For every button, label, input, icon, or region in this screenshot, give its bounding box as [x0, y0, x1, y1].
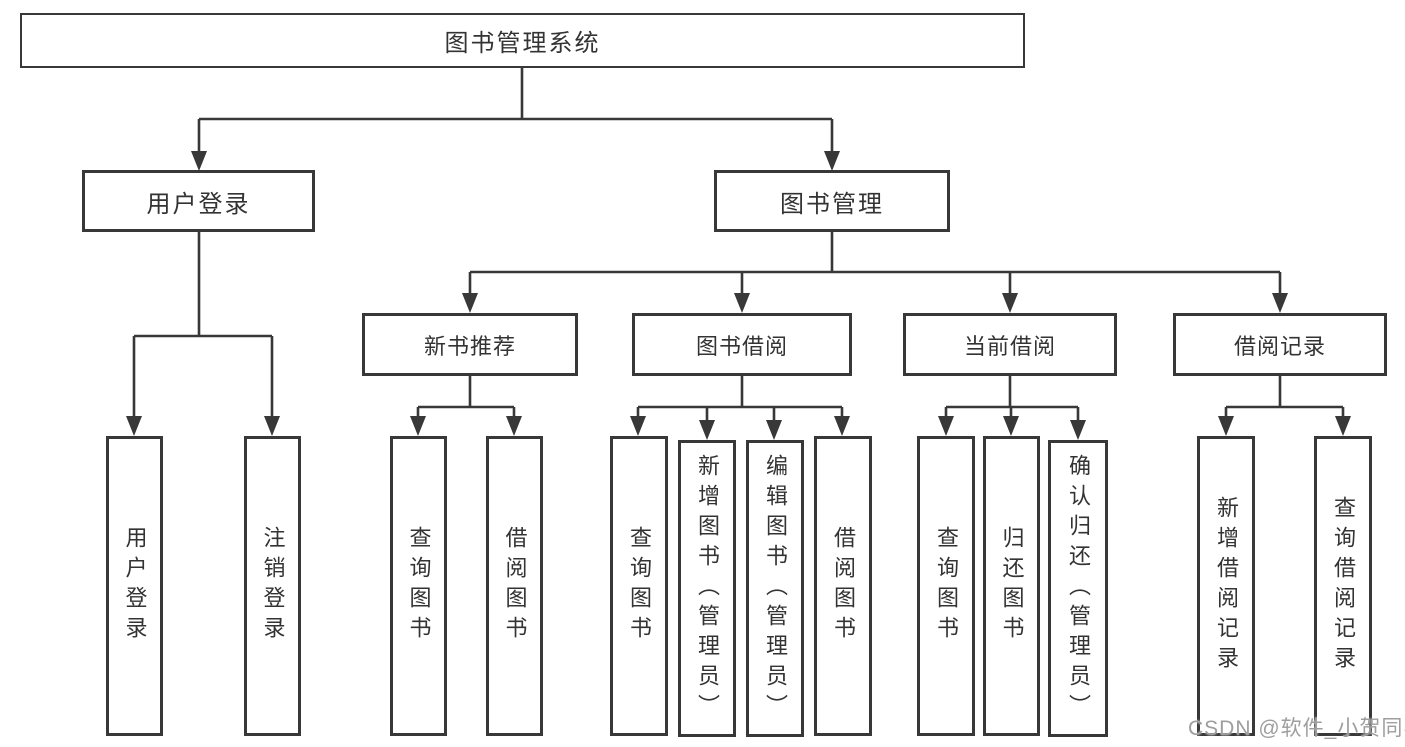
- leaf-borrow-edit-book-admin: 编辑图书（管理员）: [746, 440, 804, 737]
- leaf-current-query-book: 查询图书: [917, 436, 975, 736]
- node-label: 图书管理系统: [444, 30, 601, 57]
- node-book-borrow: 图书借阅: [632, 313, 852, 376]
- arrow-down-icon: [1272, 293, 1288, 313]
- node-current-borrow: 当前借阅: [903, 313, 1117, 376]
- node-label: 查询图书: [406, 526, 432, 646]
- arrow-down-icon: [462, 293, 478, 313]
- node-new-book-recommend: 新书推荐: [362, 313, 578, 376]
- arrow-down-icon: [410, 416, 426, 436]
- leaf-current-confirm-return-admin: 确认归还（管理员）: [1048, 440, 1108, 737]
- arrow-down-icon: [834, 416, 850, 436]
- leaf-recommend-query-book: 查询图书: [390, 436, 447, 736]
- arrow-down-icon: [766, 420, 782, 440]
- node-label: 借阅记录: [1233, 333, 1326, 359]
- arrow-down-icon: [1335, 416, 1351, 436]
- node-user-login: 用户登录: [82, 170, 315, 232]
- arrow-down-icon: [699, 420, 715, 440]
- node-label: 图书借阅: [695, 333, 788, 359]
- leaf-recommend-borrow-book: 借阅图书: [486, 436, 543, 736]
- node-label: 归还图书: [999, 526, 1025, 646]
- node-root-system: 图书管理系统: [20, 13, 1025, 68]
- node-label: 查询图书: [934, 526, 959, 646]
- arrow-down-icon: [1002, 293, 1018, 313]
- node-label: 当前借阅: [963, 333, 1056, 359]
- node-label: 用户登录: [122, 526, 148, 646]
- node-borrow-record: 借阅记录: [1173, 313, 1387, 376]
- arrow-down-icon: [734, 293, 750, 313]
- arrow-down-icon: [264, 416, 280, 436]
- arrow-down-icon: [191, 151, 207, 171]
- node-label: 借阅图书: [831, 526, 856, 646]
- node-label: 查询借阅记录: [1331, 496, 1356, 676]
- node-label: 新增借阅记录: [1214, 496, 1239, 676]
- arrow-down-icon: [938, 416, 954, 436]
- leaf-borrow-add-book-admin: 新增图书（管理员）: [678, 440, 736, 737]
- arrow-down-icon: [630, 416, 646, 436]
- tree-connector-lines: [132, 68, 1345, 425]
- leaf-record-query-borrow-record: 查询借阅记录: [1314, 436, 1372, 736]
- leaf-borrow-borrow-book: 借阅图书: [814, 436, 872, 736]
- leaf-user-login: 用户登录: [106, 436, 163, 736]
- node-label: 确认归还（管理员）: [1066, 453, 1091, 724]
- node-label: 注销登录: [260, 526, 286, 646]
- csdn-watermark: CSDN @软件_小贺同学: [1188, 717, 1405, 740]
- node-label: 查询图书: [627, 526, 652, 646]
- node-label: 新书推荐: [423, 333, 516, 359]
- node-label: 新增图书（管理员）: [695, 453, 720, 724]
- leaf-record-add-borrow-record: 新增借阅记录: [1197, 436, 1255, 736]
- arrow-down-icon: [1070, 420, 1086, 440]
- arrow-down-icon: [1003, 416, 1019, 436]
- arrow-down-icon: [506, 416, 522, 436]
- arrow-down-icons: [126, 151, 1351, 440]
- leaf-borrow-query-book: 查询图书: [610, 436, 668, 736]
- arrow-down-icon: [1218, 416, 1234, 436]
- leaf-current-return-book: 归还图书: [983, 436, 1040, 736]
- node-label: 借阅图书: [502, 526, 528, 646]
- arrow-down-icon: [126, 416, 142, 436]
- node-book-management: 图书管理: [714, 170, 950, 232]
- arrow-down-icon: [824, 151, 840, 171]
- node-label: 图书管理: [780, 190, 884, 218]
- leaf-logout-login: 注销登录: [244, 436, 301, 736]
- node-label: 编辑图书（管理员）: [763, 453, 788, 724]
- node-label: 用户登录: [146, 190, 251, 218]
